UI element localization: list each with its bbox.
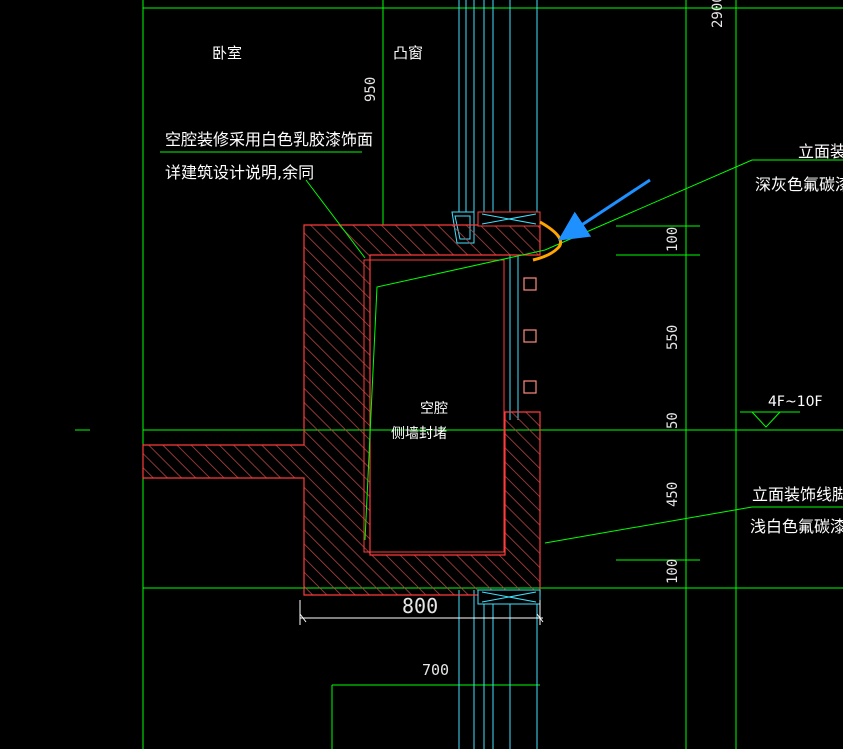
dim-550: 550 bbox=[665, 325, 681, 350]
cavity-label: 空腔 bbox=[420, 401, 448, 417]
wall-section bbox=[142, 211, 541, 605]
dim-100-bottom: 100 bbox=[665, 559, 681, 584]
dim-2900: 2900 bbox=[710, 0, 726, 28]
floor-range-label: 4F~10F bbox=[768, 394, 823, 410]
facade-label-1: 立面装 bbox=[798, 142, 843, 161]
vent-square bbox=[523, 380, 537, 394]
annotation-arrow bbox=[557, 178, 651, 241]
cavity-wall-label: 侧墙封堵 bbox=[391, 426, 447, 442]
bay-window-label: 凸窗 bbox=[393, 44, 423, 62]
dim-50: 50 bbox=[665, 412, 681, 429]
note-line-1: 空腔装修采用白色乳胶漆饰面 bbox=[165, 130, 373, 149]
leader-lines bbox=[160, 151, 843, 544]
highlight-mark bbox=[532, 220, 563, 262]
dimension-lines bbox=[299, 600, 544, 625]
footing-label-2: 浅白色氟碳漆 bbox=[750, 517, 843, 536]
footing-label-1: 立面装饰线脚 bbox=[752, 485, 843, 504]
bedroom-label: 卧室 bbox=[212, 44, 242, 62]
window-lines bbox=[451, 0, 538, 749]
vent-square bbox=[523, 277, 537, 291]
note-line-2: 详建筑设计说明,余同 bbox=[165, 163, 314, 182]
dim-800: 800 bbox=[402, 594, 438, 618]
vent-square bbox=[523, 329, 537, 343]
dim-700: 700 bbox=[422, 661, 449, 679]
facade-label-2: 深灰色氟碳漆 bbox=[755, 175, 843, 194]
dim-950: 950 bbox=[363, 77, 379, 102]
dim-100-top: 100 bbox=[665, 227, 681, 252]
dim-450: 450 bbox=[665, 482, 681, 507]
